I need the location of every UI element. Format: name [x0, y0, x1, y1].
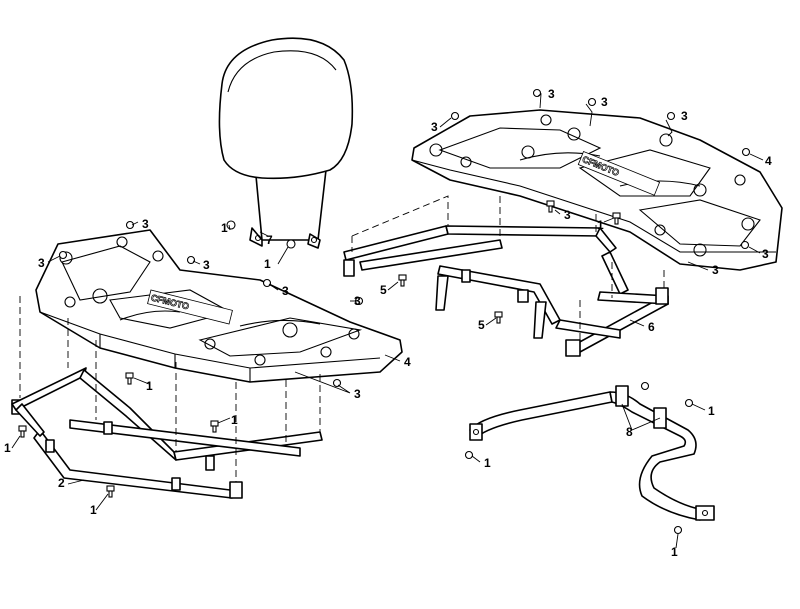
callout-label: 1: [221, 221, 228, 235]
bolt: [210, 420, 219, 433]
callout-label: 3: [681, 109, 688, 123]
callout-label: 3: [601, 95, 608, 109]
callout-label: 1: [4, 441, 11, 455]
leader-lines: [11, 93, 764, 549]
callout-label: 1: [671, 545, 678, 559]
backrest-assembly: [218, 37, 354, 249]
callout-label: 3: [38, 256, 45, 270]
grab-bar: [469, 385, 715, 521]
bolt: [18, 425, 27, 438]
bolt: [612, 212, 621, 225]
nut: [640, 381, 650, 391]
callout-label: 3: [203, 258, 210, 272]
rear-rack-bracket: [343, 225, 669, 357]
callout-label: 1: [484, 456, 491, 470]
bolt: [106, 485, 115, 498]
callout-label: 7: [266, 233, 273, 247]
nut: [532, 88, 542, 98]
callout-label: 1: [231, 413, 238, 427]
nut: [684, 398, 694, 408]
front-rack-bracket: [11, 367, 323, 499]
bolt: [125, 372, 134, 385]
nut: [740, 240, 750, 250]
callout-labels: 3 3 3 3 1 1 7 3 3 4 1 1 1 2 1 3 3 3 3 4 …: [4, 87, 772, 559]
nut: [450, 111, 460, 121]
callout-label: 3: [354, 387, 361, 401]
nut: [673, 525, 683, 535]
callout-label: 6: [648, 320, 655, 334]
callout-label: 2: [58, 476, 65, 490]
callout-label: 5: [380, 283, 387, 297]
callout-label: 4: [765, 154, 772, 168]
callout-label: 3: [142, 217, 149, 231]
callout-label: 3: [282, 284, 289, 298]
callout-label: 3: [762, 247, 769, 261]
front-rack: CFMOTO: [35, 229, 403, 383]
callout-label: 3: [548, 87, 555, 101]
rear-rack: CFMOTO: [411, 109, 783, 271]
callout-label: 1: [708, 404, 715, 418]
nut: [666, 111, 676, 121]
bolt: [494, 311, 503, 324]
callout-label: 3: [354, 294, 361, 308]
callout-label: 5: [478, 318, 485, 332]
callout-label: 3: [712, 263, 719, 277]
callout-label: 1: [597, 218, 604, 232]
nut: [226, 220, 236, 230]
fasteners: [18, 88, 751, 535]
callout-label: 1: [146, 379, 153, 393]
nut: [741, 147, 751, 157]
nut: [262, 278, 272, 288]
nut: [587, 97, 597, 107]
callout-label: 1: [90, 503, 97, 517]
nut: [58, 250, 68, 260]
callout-label: 3: [431, 120, 438, 134]
nut: [125, 220, 135, 230]
callout-label: 4: [404, 355, 411, 369]
callout-label: 8: [626, 425, 633, 439]
nut: [464, 450, 474, 460]
nut: [286, 239, 296, 249]
nut: [186, 255, 196, 265]
bolt: [546, 200, 555, 213]
assembly-lines: [19, 195, 665, 482]
callout-label: 1: [264, 257, 271, 271]
callout-label: 3: [564, 208, 571, 222]
nut: [332, 378, 342, 388]
bolt: [398, 274, 407, 287]
